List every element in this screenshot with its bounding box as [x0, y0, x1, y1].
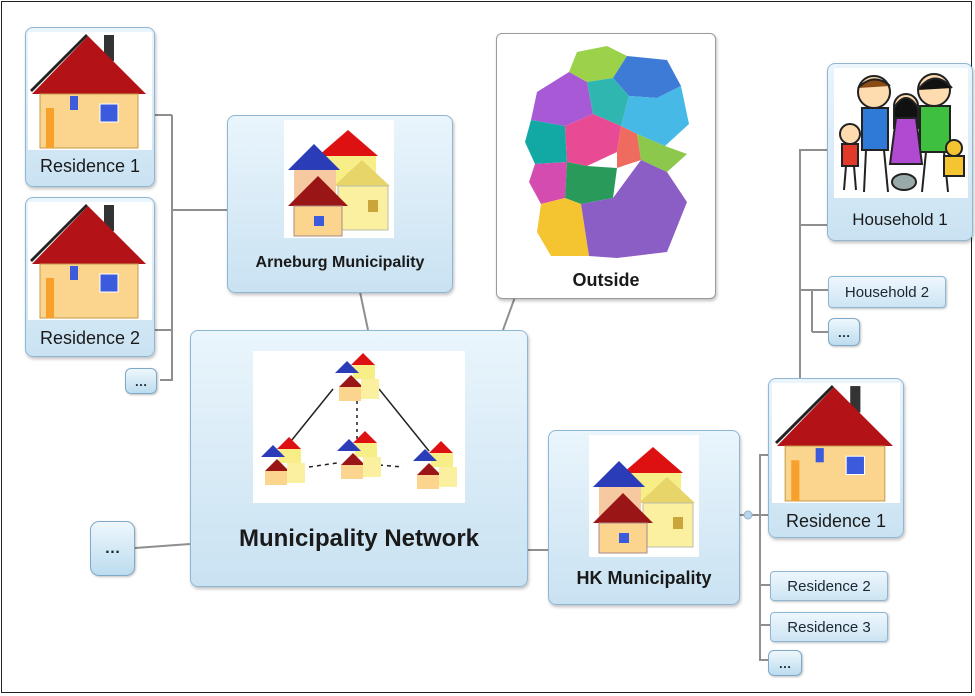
residence-node[interactable]: Residence 2 — [25, 197, 155, 357]
hk-label: HK Municipality — [576, 568, 712, 588]
residence-label: Residence 2 — [39, 328, 141, 348]
house-icon — [28, 202, 152, 320]
family-icon — [834, 68, 968, 198]
germany-map-icon — [517, 42, 697, 260]
hk-municipality-node[interactable]: HK Municipality — [548, 430, 740, 605]
houses-cluster-icon — [589, 435, 699, 557]
house-icon — [28, 32, 152, 150]
household-node[interactable]: Household 2 — [828, 276, 946, 308]
arneburg-label: Arneburg Municipality — [255, 254, 425, 271]
residence-label: Residence 1 — [39, 156, 141, 176]
cluster-top — [335, 353, 379, 401]
arneburg-municipality-node[interactable]: Arneburg Municipality — [227, 115, 453, 293]
residence-node[interactable]: Residence 1 — [25, 27, 155, 187]
more-municipalities-button[interactable]: … — [90, 521, 135, 576]
cluster-left — [261, 437, 305, 485]
residence-label: Residence 1 — [785, 511, 887, 531]
residence-node[interactable]: Residence 1 — [768, 378, 904, 538]
houses-cluster-icon — [284, 120, 394, 238]
more-residences-button[interactable]: … — [768, 650, 802, 676]
municipality-network-node[interactable]: Municipality Network — [190, 330, 528, 587]
outside-node[interactable]: Outside — [496, 33, 716, 299]
residence-node[interactable]: Residence 2 — [770, 571, 888, 601]
more-residences-button[interactable]: … — [125, 368, 157, 394]
household-node[interactable]: Household 1 — [827, 63, 973, 241]
outside-label: Outside — [572, 270, 640, 290]
cluster-right — [413, 441, 457, 489]
network-label: Municipality Network — [238, 525, 480, 552]
more-households-button[interactable]: … — [828, 318, 860, 346]
residence-node[interactable]: Residence 3 — [770, 612, 888, 642]
network-graph-icon — [253, 351, 465, 503]
house-icon — [772, 383, 900, 503]
cluster-middle — [337, 431, 381, 479]
household-label: Household 1 — [852, 210, 948, 229]
